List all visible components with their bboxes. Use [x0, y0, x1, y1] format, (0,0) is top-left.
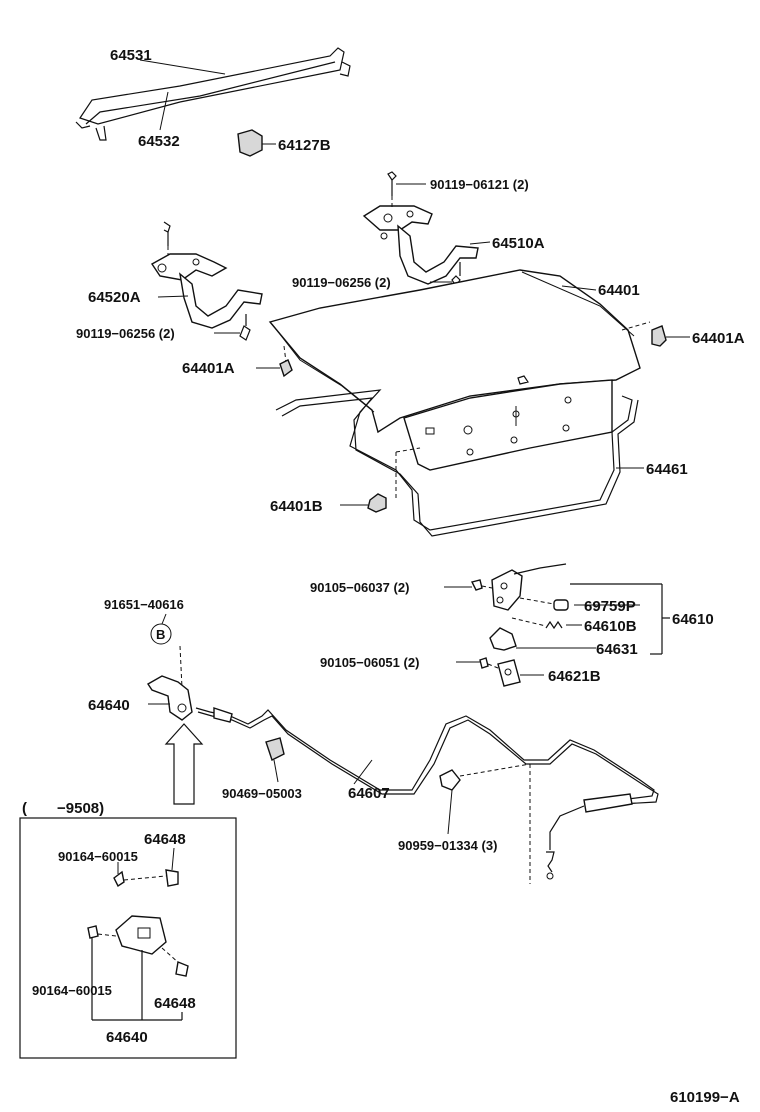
- label-90119-06121: 90119−06121 (2): [430, 177, 529, 192]
- label-64531: 64531: [110, 47, 152, 64]
- clip-64127b: [237, 129, 276, 157]
- label-64127b: 64127B: [278, 137, 331, 154]
- label-90119-06256-right: 90119−06256 (2): [292, 275, 391, 290]
- weatherstrip-64461: [275, 389, 644, 537]
- label-64401b: 64401B: [270, 498, 323, 515]
- label-inset-90164-top: 90164−60015: [58, 849, 138, 864]
- label-64607: 64607: [348, 785, 390, 802]
- hinge-64510a: [362, 171, 491, 288]
- clamp-90959-01334: [439, 763, 531, 884]
- torsion-bar-assembly: [75, 47, 351, 141]
- bumper-64401b: [340, 447, 421, 513]
- bumper-64401a-right: [651, 325, 690, 347]
- leader-64607: [353, 759, 373, 785]
- label-inset-64640: 64640: [106, 1029, 148, 1046]
- label-64640: 64640: [88, 697, 130, 714]
- arrow-to-inset: [164, 723, 204, 805]
- label-64621b: 64621B: [548, 668, 601, 685]
- label-64461: 64461: [646, 461, 688, 478]
- clamp-90469-05003: [265, 737, 285, 783]
- trunk-lid-64401: [268, 269, 651, 471]
- label-90959-01334: 90959−01334 (3): [398, 838, 497, 853]
- label-figure-code: 610199−A: [670, 1089, 740, 1106]
- label-64610b: 64610B: [584, 618, 637, 635]
- label-64520a: 64520A: [88, 289, 141, 306]
- lock-assembly-64610: [444, 563, 670, 655]
- label-inset-90164-bottom: 90164−60015: [32, 983, 112, 998]
- part-labels: 64531 64532 64127B 90119−06121 (2) 64510…: [22, 47, 745, 1106]
- label-inset-64648-top: 64648: [144, 831, 186, 848]
- bumper-64401a-left: [256, 359, 293, 378]
- label-90119-06256-left: 90119−06256 (2): [76, 326, 175, 341]
- label-inset-64648-bottom: 64648: [154, 995, 196, 1012]
- label-64510a: 64510A: [492, 235, 545, 252]
- opener-lever-64640: [147, 613, 193, 721]
- label-inset-date: ( −9508): [22, 800, 104, 817]
- label-64610: 64610: [672, 611, 714, 628]
- label-64532: 64532: [138, 133, 180, 150]
- label-callout-b: B: [156, 627, 165, 642]
- label-64401: 64401: [598, 282, 640, 299]
- label-90105-06051: 90105−06051 (2): [320, 655, 419, 670]
- release-cable-64607: [195, 707, 659, 880]
- hinge-64520a: [150, 221, 263, 341]
- label-69759p: 69759P: [584, 598, 636, 615]
- leader-64531: [139, 59, 226, 75]
- striker-64621b: [456, 657, 544, 687]
- label-91651-40616: 91651−40616: [104, 597, 184, 612]
- inset-box: [19, 817, 237, 1059]
- label-64631: 64631: [596, 641, 638, 658]
- label-90105-06037: 90105−06037 (2): [310, 580, 409, 595]
- label-64401a-left: 64401A: [182, 360, 235, 377]
- label-64401a-right: 64401A: [692, 330, 745, 347]
- leader-64532: [159, 91, 169, 131]
- label-90469-05003: 90469−05003: [222, 786, 302, 801]
